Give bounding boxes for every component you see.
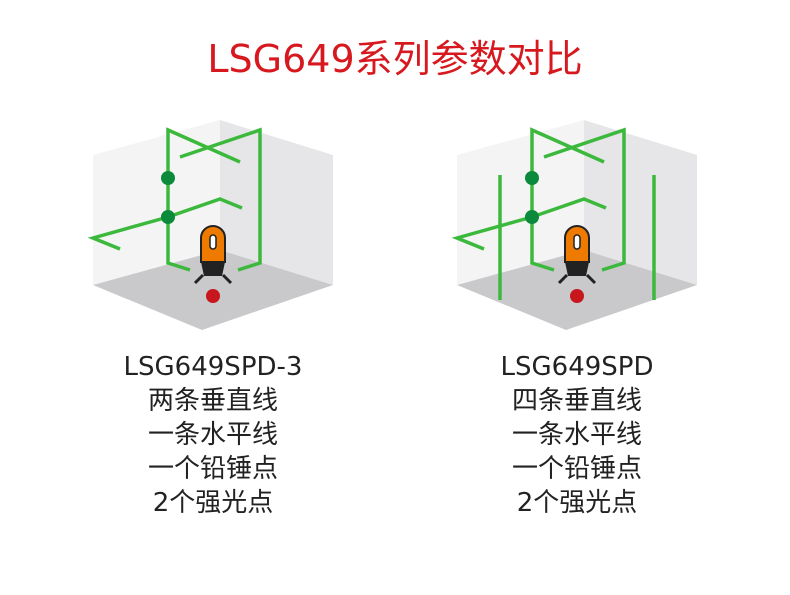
laser-illustration-3-line: [87, 120, 333, 330]
model-name: LSG649SPD-3: [123, 352, 303, 382]
model-name: LSG649SPD: [500, 352, 654, 382]
product-specs-1: LSG649SPD-3 两条垂直线 一条水平线 一个铅锤点 2个强光点: [63, 350, 363, 520]
feature: 两条垂直线: [147, 386, 278, 416]
laser-level-icon: [193, 225, 233, 303]
page-title: LSG649系列参数对比: [207, 37, 583, 81]
product-specs-2: LSG649SPD 四条垂直线 一条水平线 一个铅锤点 2个强光点: [427, 350, 727, 520]
laser-level-icon: [557, 225, 597, 303]
feature: 一个铅锤点: [511, 454, 642, 484]
feature: 一个铅锤点: [147, 454, 278, 484]
feature: 一条水平线: [511, 420, 642, 450]
feature: 2个强光点: [152, 488, 274, 518]
laser-illustration-5-line: [451, 120, 697, 330]
feature: 2个强光点: [516, 488, 638, 518]
feature: 四条垂直线: [511, 386, 642, 416]
feature: 一条水平线: [147, 420, 278, 450]
